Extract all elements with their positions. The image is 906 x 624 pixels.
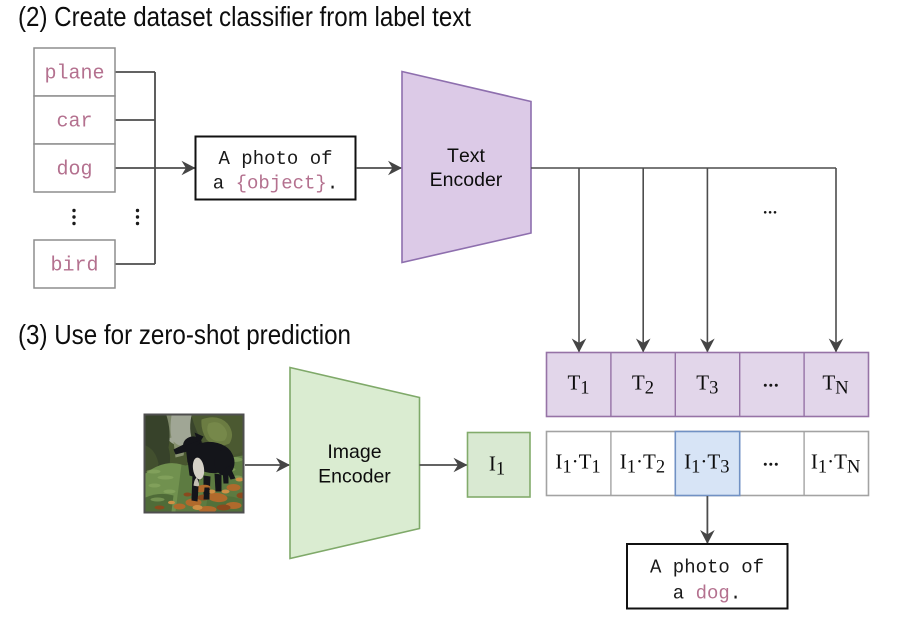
svg-text:Image: Image <box>327 441 381 463</box>
svg-text:a dog.: a dog. <box>673 583 741 605</box>
svg-text:dog: dog <box>56 159 92 182</box>
svg-text:Encoder: Encoder <box>430 169 503 191</box>
svg-text:(3) Use for zero-shot predicti: (3) Use for zero-shot prediction <box>18 319 351 350</box>
svg-text:A photo of: A photo of <box>218 148 332 170</box>
svg-text:a {object}.: a {object}. <box>213 173 338 195</box>
svg-text:plane: plane <box>44 63 104 86</box>
svg-text:Text: Text <box>447 145 486 167</box>
svg-text:A photo of: A photo of <box>650 556 764 578</box>
svg-text:(2) Create dataset classifier: (2) Create dataset classifier from label… <box>18 1 471 32</box>
svg-text:bird: bird <box>50 255 98 278</box>
svg-text:I1·T1: I1·T1 <box>555 450 600 478</box>
svg-text:car: car <box>56 111 92 134</box>
svg-text:Encoder: Encoder <box>318 465 391 487</box>
